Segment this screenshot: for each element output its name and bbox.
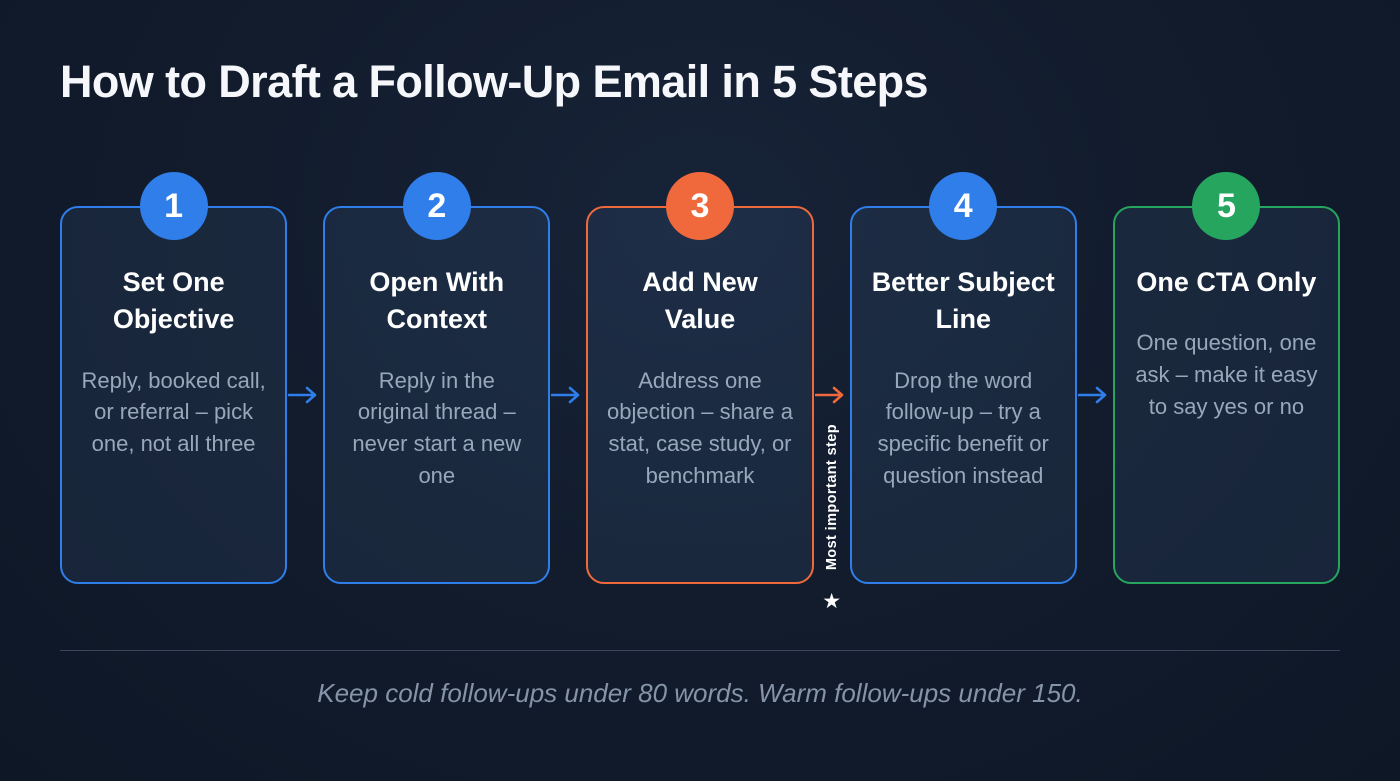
- step-description: Address one objection – share a stat, ca…: [607, 367, 793, 489]
- step-number: 1: [164, 186, 184, 225]
- step-number: 3: [690, 186, 710, 225]
- step-badge-5: 5: [1192, 172, 1261, 240]
- step-badge-1: 1: [139, 172, 208, 240]
- arrow-right-icon: [288, 386, 317, 404]
- step-badge-2: 2: [402, 172, 471, 240]
- arrow-right-icon: [814, 386, 843, 404]
- flow-arrow-3: Most important step ★: [814, 172, 850, 612]
- step-description: Reply in the original thread – never sta…: [352, 367, 522, 489]
- step-card-1: 1 Set One Objective Reply, booked call, …: [60, 172, 288, 584]
- step-title: One CTA Only: [1136, 267, 1317, 297]
- step-card-body-1: Set One Objective Reply, booked call, or…: [60, 206, 288, 584]
- arrow-right-icon: [551, 386, 580, 404]
- step-card-body-3: Add New Value Address one objection – sh…: [586, 206, 814, 584]
- step-description: Reply, booked call, or referral – pick o…: [81, 367, 266, 457]
- step-number: 5: [1216, 186, 1236, 225]
- step-title: Better Subject Line: [871, 267, 1055, 335]
- step-card-4: 4 Better Subject Line Drop the word foll…: [849, 172, 1077, 584]
- step-title: Open With Context: [369, 267, 505, 335]
- step-badge-4: 4: [929, 172, 998, 240]
- step-card-body-2: Open With Context Reply in the original …: [323, 206, 551, 584]
- step-title: Add New Value: [642, 267, 758, 335]
- divider: [60, 650, 1340, 651]
- flow-arrow-1: [287, 172, 323, 584]
- step-description: Drop the word follow-up – try a specific…: [877, 367, 1049, 489]
- star-icon: ★: [822, 590, 842, 613]
- most-important-step-label: Most important step: [823, 423, 840, 570]
- steps-row: 1 Set One Objective Reply, booked call, …: [60, 172, 1341, 612]
- step-card-body-4: Better Subject Line Drop the word follow…: [849, 206, 1077, 584]
- arrow-right-icon: [1077, 386, 1107, 404]
- step-card-3: 3 Add New Value Address one objection – …: [586, 172, 814, 584]
- step-number: 4: [953, 186, 973, 225]
- flow-arrow-2: [550, 172, 586, 584]
- footer-note: Keep cold follow-ups under 80 words. War…: [317, 678, 1083, 708]
- step-title: Set One Objective: [112, 267, 235, 335]
- infographic-page: How to Draft a Follow-Up Email in 5 Step…: [60, 56, 1341, 708]
- step-card-2: 2 Open With Context Reply in the origina…: [323, 172, 551, 584]
- flow-arrow-4: [1077, 172, 1113, 584]
- step-number: 2: [427, 186, 447, 225]
- step-card-5: 5 One CTA Only One question, one ask – m…: [1112, 172, 1341, 584]
- page-title: How to Draft a Follow-Up Email in 5 Step…: [60, 56, 929, 107]
- step-badge-3: 3: [666, 172, 734, 240]
- step-description: One question, one ask – make it easy to …: [1135, 330, 1318, 420]
- step-card-body-5: One CTA Only One question, one ask – mak…: [1112, 206, 1341, 584]
